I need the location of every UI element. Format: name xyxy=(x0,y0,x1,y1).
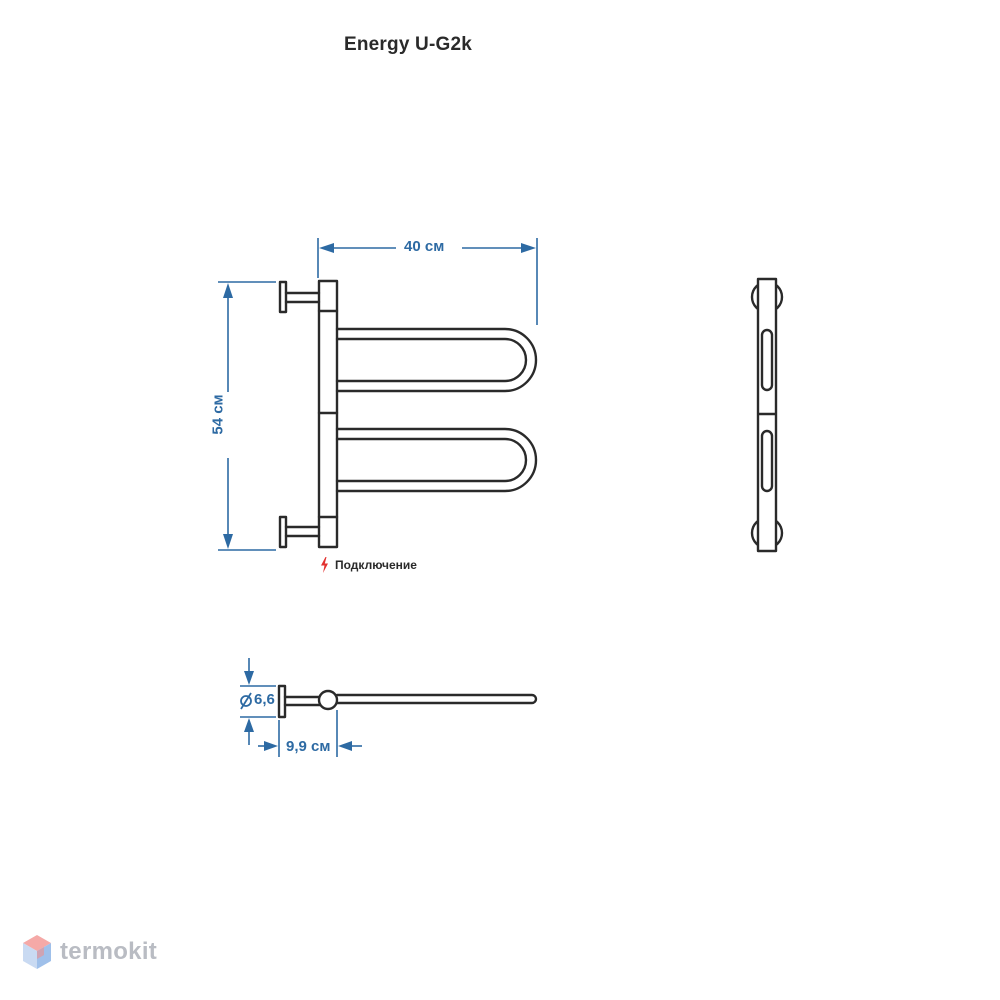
depth-arrow-left xyxy=(264,741,278,751)
product-title: Energy U-G2k xyxy=(343,34,473,55)
diameter-dimension-label: 6,6 xyxy=(254,691,275,708)
connection-note: Подключение xyxy=(320,557,417,573)
width-arrow-right xyxy=(521,243,536,253)
depth-arrow-right xyxy=(338,741,352,751)
top-view-riser xyxy=(317,689,339,711)
upper-u-loop xyxy=(335,327,538,393)
connection-label: Подключение xyxy=(335,558,417,572)
brand-logo: termokit xyxy=(22,934,157,970)
lower-u-loop xyxy=(335,427,538,493)
depth-dimension-label: 9,9 см xyxy=(286,738,331,755)
brand-name: termokit xyxy=(60,938,158,965)
width-dimension-label: 40 см xyxy=(404,238,445,255)
side-upper-loop-slot xyxy=(760,328,774,392)
side-lower-loop-slot xyxy=(760,429,774,493)
top-wall-disc xyxy=(277,684,287,719)
bottom-wall-bracket xyxy=(278,515,288,549)
cube-logo-icon xyxy=(23,935,51,969)
width-arrow-left xyxy=(319,243,334,253)
height-arrow-bottom xyxy=(223,534,233,549)
diameter-symbol xyxy=(240,692,252,710)
top-view-rail xyxy=(335,693,538,705)
diameter-arrow-bottom xyxy=(244,718,254,732)
lightning-icon xyxy=(321,557,328,573)
height-arrow-top xyxy=(223,283,233,298)
top-wall-bracket xyxy=(278,280,288,314)
diameter-arrow-top xyxy=(244,671,254,685)
